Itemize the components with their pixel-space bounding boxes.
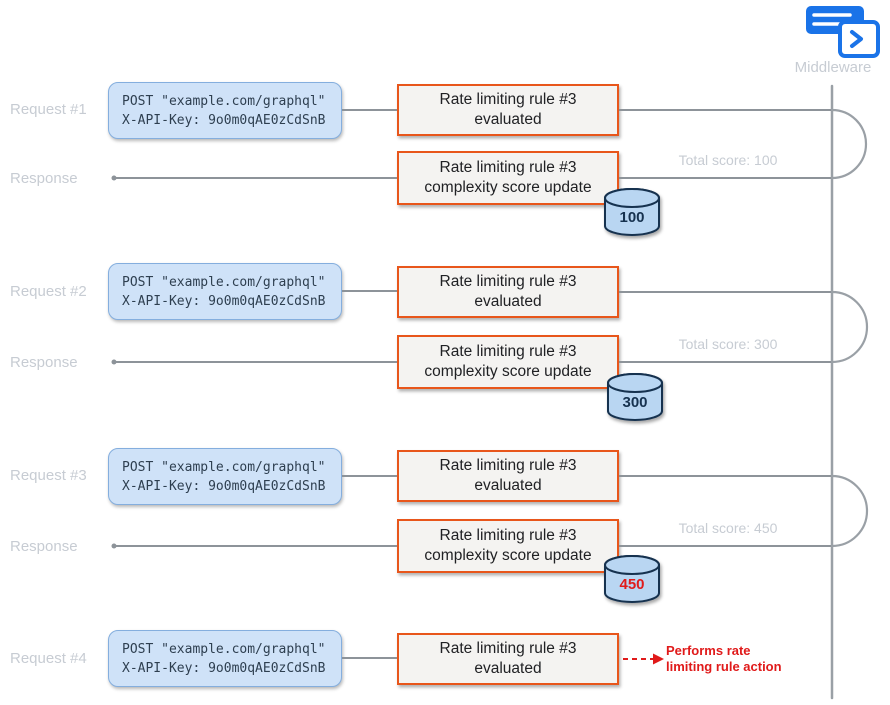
score-box-1: Rate limiting rule #3 complexity score u… [397, 151, 619, 205]
eval-box-line-2: evaluated [474, 111, 542, 128]
request-box-3: POST "example.com/graphql" X-API-Key: 9o… [108, 448, 342, 505]
annotation-total-score-3: Total score: 450 [678, 520, 778, 536]
middleware-icon [806, 6, 880, 58]
score-box-3: Rate limiting rule #3 complexity score u… [397, 519, 619, 573]
rate-limit-action-note: Performs rate limiting rule action [666, 643, 821, 675]
code-line-1: POST "example.com/graphql" [122, 275, 326, 290]
label-request-4: Request #4 [10, 650, 87, 667]
score-box-line-1: Rate limiting rule #3 [439, 343, 577, 360]
eval-box-2: Rate limiting rule #3 evaluated [397, 266, 619, 318]
score-box-2: Rate limiting rule #3 complexity score u… [397, 335, 619, 389]
label-request-3: Request #3 [10, 467, 87, 484]
action-arrow-head [653, 653, 664, 665]
label-request-1: Request #1 [10, 101, 87, 118]
middleware-icon-front-layer [838, 20, 880, 58]
response-endpoint-dot-3 [111, 543, 117, 549]
score-box-line-2: complexity score update [424, 179, 592, 196]
score-box-line-2: complexity score update [424, 547, 592, 564]
eval-box-line-2: evaluated [474, 293, 542, 310]
eval-box-3: Rate limiting rule #3 evaluated [397, 450, 619, 502]
label-request-2: Request #2 [10, 283, 87, 300]
label-response-2: Response [10, 354, 78, 371]
code-line-1: POST "example.com/graphql" [122, 94, 326, 109]
loop-arc-1 [831, 108, 868, 180]
loop-arc-3 [831, 474, 869, 548]
label-response-1: Response [10, 170, 78, 187]
request-box-4: POST "example.com/graphql" X-API-Key: 9o… [108, 630, 342, 687]
score-box-line-1: Rate limiting rule #3 [439, 527, 577, 544]
code-line-1: POST "example.com/graphql" [122, 460, 326, 475]
eval-box-1: Rate limiting rule #3 evaluated [397, 84, 619, 136]
rate-limit-action-line-1: Performs rate [666, 643, 751, 658]
request-box-2: POST "example.com/graphql" X-API-Key: 9o… [108, 263, 342, 320]
code-line-1: POST "example.com/graphql" [122, 642, 326, 657]
loop-arc-2 [831, 290, 869, 364]
score-value-3: 450 [619, 576, 644, 593]
score-box-line-2: complexity score update [424, 363, 592, 380]
middleware-icon-back-layer [806, 6, 864, 34]
code-line-2: X-API-Key: 9o0m0qAE0zCdSnB [122, 113, 326, 128]
request-box-1: POST "example.com/graphql" X-API-Key: 9o… [108, 82, 342, 139]
eval-box-line-1: Rate limiting rule #3 [439, 91, 577, 108]
score-value-2: 300 [622, 394, 647, 411]
eval-box-line-1: Rate limiting rule #3 [439, 273, 577, 290]
code-line-2: X-API-Key: 9o0m0qAE0zCdSnB [122, 479, 326, 494]
annotation-total-score-2: Total score: 300 [678, 336, 778, 352]
eval-box-line-1: Rate limiting rule #3 [439, 640, 577, 657]
label-response-3: Response [10, 538, 78, 555]
code-line-2: X-API-Key: 9o0m0qAE0zCdSnB [122, 661, 326, 676]
middleware-icon-chevron [850, 30, 863, 48]
response-endpoint-dot-1 [111, 175, 117, 181]
eval-box-line-2: evaluated [474, 477, 542, 494]
response-endpoint-dot-2 [111, 359, 117, 365]
rate-limit-action-line-2: limiting rule action [666, 659, 782, 674]
score-box-line-1: Rate limiting rule #3 [439, 159, 577, 176]
code-line-2: X-API-Key: 9o0m0qAE0zCdSnB [122, 294, 326, 309]
score-value-1: 100 [619, 209, 644, 226]
eval-box-line-1: Rate limiting rule #3 [439, 457, 577, 474]
eval-box-4: Rate limiting rule #3 evaluated [397, 633, 619, 685]
middleware-label: Middleware [794, 59, 872, 76]
annotation-total-score-1: Total score: 100 [678, 152, 778, 168]
eval-box-line-2: evaluated [474, 660, 542, 677]
